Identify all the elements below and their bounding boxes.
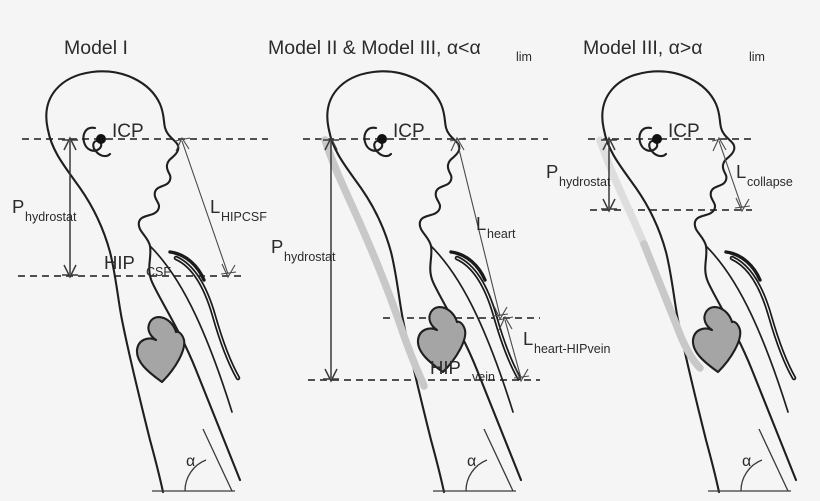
- aorta-arch-p3: [724, 250, 762, 282]
- panel-model-1: Model I ICP P hydrostat L HIPCSF HIP CSF…: [12, 37, 268, 494]
- p-hydrostat-label-p2: P: [271, 236, 283, 257]
- l-heart-hipvein-sublabel-p2: heart-HIPvein: [534, 342, 610, 356]
- angle-label-p3: α: [742, 453, 751, 470]
- icp-point-p2: [377, 134, 387, 144]
- l-collapse-sublabel-p3: collapse: [747, 175, 793, 189]
- heart-p3: [691, 306, 742, 374]
- ear-outline-p2: [363, 126, 393, 158]
- l-heart-sublabel-p2: heart: [487, 227, 516, 241]
- aorta-lumen-p1: [175, 257, 239, 379]
- p-hydrostat-arrow-bottom-p2: [323, 368, 339, 383]
- back-outline-p1: [46, 128, 165, 494]
- angle-leg-p1: [202, 428, 233, 492]
- l-hipcsf-arrow-bottom-p1: [220, 263, 237, 279]
- l-hipcsf-sublabel-p1: HIPCSF: [221, 210, 267, 224]
- angle-label-p2: α: [467, 453, 476, 470]
- l-collapse-arrow-top-p3: [711, 136, 728, 152]
- l-heart-arrow-bottom-p2: [492, 305, 509, 321]
- hip-csf-label-p1: HIP: [104, 252, 135, 273]
- hip-vein-label-p2: HIP: [430, 357, 461, 378]
- l-heart-hipvein-label-p2: L: [523, 328, 533, 349]
- l-collapse-label-p3: L: [736, 161, 746, 182]
- l-collapse-line-p3: [718, 140, 743, 209]
- p-hydrostat-label-p1: P: [12, 196, 24, 217]
- p-hydrostat-sublabel-p3: hydrostat: [559, 175, 611, 189]
- torso-front-outline-p1: [149, 245, 233, 413]
- l-hipcsf-line-p1: [181, 140, 229, 275]
- panel-model-3: Model III, α>α lim ICP P hydrostat L col…: [546, 37, 798, 494]
- l-hipcsf-label-p1: L: [210, 196, 220, 217]
- jugular-vein-p3: [640, 240, 704, 372]
- hip-csf-sublabel-p1: CSF: [146, 265, 171, 279]
- ear-outline-p3: [638, 126, 668, 158]
- angle-arc-p3: [740, 459, 763, 492]
- angle-leg-p3: [758, 428, 789, 492]
- back-outline-p3: [602, 128, 721, 494]
- panel-2-title-sub: lim: [516, 50, 532, 64]
- ear-outline-p1: [82, 126, 112, 158]
- angle-arc-p1: [184, 459, 207, 492]
- icp-point-p3: [652, 134, 662, 144]
- panel-3-title-sub: lim: [749, 50, 765, 64]
- panel-1-title: Model I: [64, 37, 128, 59]
- head-body-outline-p2: [326, 70, 523, 482]
- angle-label-p1: α: [186, 453, 195, 470]
- p-hydrostat-arrow-bottom-p3: [601, 198, 617, 213]
- aorta-lumen-p3: [731, 257, 795, 379]
- aorta-arch-p1: [168, 250, 206, 282]
- angle-leg-p2: [483, 428, 514, 492]
- aorta-arch-p2: [449, 250, 487, 282]
- l-heart-line-p2: [456, 140, 501, 317]
- icp-label-p3: ICP: [668, 121, 700, 142]
- panel-model-2-3: Model II & Model III, α<α lim ICP P hydr…: [268, 37, 610, 494]
- heart-p1: [135, 316, 186, 384]
- icp-label-p1: ICP: [112, 121, 144, 142]
- jugular-vein-collapsed-p3: [596, 136, 648, 248]
- l-hipcsf-arrow-top-p1: [174, 136, 191, 152]
- head-body-outline-p1: [45, 70, 242, 482]
- back-outline-p2: [327, 128, 446, 494]
- l-heart-arrow-top-p2: [449, 136, 466, 152]
- p-hydrostat-arrow-top-p2: [323, 136, 339, 151]
- torso-front-outline-p3: [705, 245, 789, 413]
- l-heart-label-p2: L: [476, 213, 486, 234]
- hip-vein-sublabel-p2: vein: [472, 370, 495, 384]
- p-hydrostat-label-p3: P: [546, 161, 558, 182]
- l-collapse-arrow-bottom-p3: [734, 197, 751, 213]
- heart-p2: [416, 306, 467, 374]
- p-hydrostat-arrow-top-p3: [601, 136, 617, 151]
- jugular-vein-p2: [321, 136, 428, 390]
- panel-3-title: Model III, α>α: [583, 37, 703, 59]
- p-hydrostat-arrow-bottom-p1: [62, 264, 78, 279]
- head-body-outline-p3: [601, 70, 798, 482]
- l-heart-hipvein-line-p2: [504, 319, 522, 379]
- p-hydrostat-sublabel-p1: hydrostat: [25, 210, 77, 224]
- p-hydrostat-arrow-top-p1: [62, 136, 78, 151]
- p-hydrostat-sublabel-p2: hydrostat: [284, 250, 336, 264]
- panel-2-title: Model II & Model III, α<α: [268, 37, 481, 59]
- angle-arc-p2: [465, 459, 488, 492]
- icp-label-p2: ICP: [393, 121, 425, 142]
- icp-point-p1: [96, 134, 106, 144]
- l-heart-hipvein-arrow-bottom-p2: [513, 367, 530, 383]
- torso-front-outline-p2: [430, 245, 514, 413]
- l-heart-hipvein-arrow-top-p2: [497, 315, 514, 331]
